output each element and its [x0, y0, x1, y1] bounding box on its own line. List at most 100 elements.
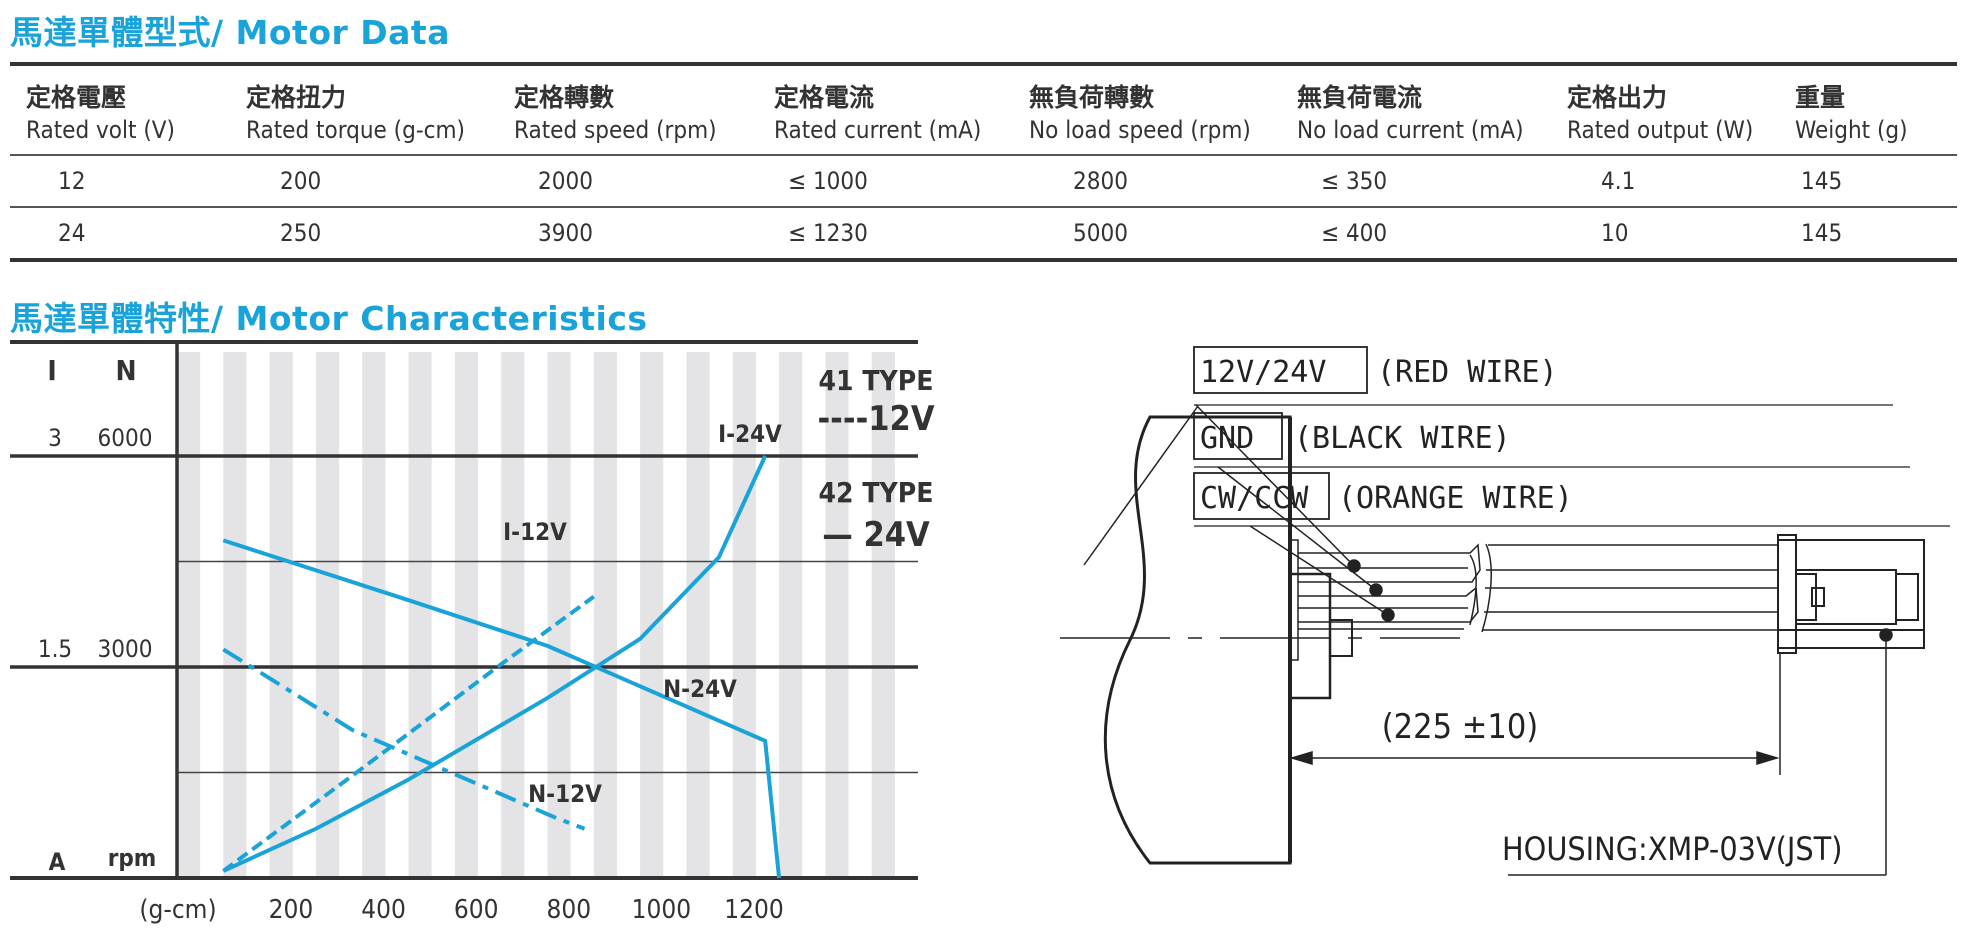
- series-line-n-24v: [222, 538, 782, 879]
- column-header-zh: 定格電流: [774, 83, 875, 112]
- column-header-en: Weight (g): [1795, 116, 1908, 144]
- connector-housing: [1777, 534, 1925, 654]
- grid-band: [223, 352, 247, 878]
- axis-unit-current: A: [49, 848, 66, 876]
- x-tick-label: 200: [269, 895, 314, 925]
- grid-band: [779, 352, 803, 878]
- table-cell: ≤ 400: [1321, 219, 1388, 247]
- table-cell: ≤ 1000: [788, 167, 868, 195]
- wire-label-black: GND (BLACK WIRE): [1193, 412, 1910, 468]
- wire-label-red-text: (RED WIRE): [1377, 355, 1558, 390]
- table-cell: 145: [1801, 219, 1843, 247]
- grid-band: [871, 352, 895, 878]
- table-cell: 250: [280, 219, 322, 247]
- x-tick-label: 400: [361, 895, 406, 925]
- table-cell: 3900: [538, 219, 593, 247]
- column-header-zh: 無負荷電流: [1297, 83, 1423, 112]
- table-cell: 10: [1601, 219, 1629, 247]
- series-line-i-12v: [222, 595, 595, 873]
- shaft: [1329, 619, 1353, 657]
- x-axis-label: (g-cm): [139, 895, 216, 925]
- grid-band: [640, 352, 664, 878]
- column-header-en: Rated current (mA): [774, 116, 982, 144]
- axis-unit-speed: rpm: [108, 844, 157, 872]
- wire-label-orange-text: (ORANGE WIRE): [1338, 481, 1573, 516]
- y-tick-current: 3: [48, 424, 62, 452]
- column-header-en: No load current (mA): [1297, 116, 1524, 144]
- wire-pointers: [1195, 404, 1893, 876]
- series-label: I-24V: [718, 420, 782, 448]
- axis-header-current: I: [47, 354, 56, 387]
- table-cell: 2800: [1073, 167, 1128, 195]
- table-cell: ≤ 350: [1321, 167, 1388, 195]
- table-cell: ≤ 1230: [788, 219, 868, 247]
- column-header-en: Rated volt (V): [26, 116, 175, 144]
- legend-type42-style: — 24V: [822, 515, 930, 555]
- grid-band: [362, 352, 386, 878]
- motor-data-table: 定格電壓 Rated volt (V) 定格扭力 Rated torque (g-cm…: [10, 62, 1957, 262]
- column-header: 無負荷電流 No load current (mA): [1281, 64, 1551, 155]
- column-header: 定格電壓 Rated volt (V): [10, 64, 230, 155]
- wire-label-black-box: GND: [1200, 421, 1254, 456]
- column-header-en: Rated speed (rpm): [514, 116, 717, 144]
- length-dimension: [1289, 653, 1781, 775]
- grid-band: [454, 352, 479, 878]
- column-header: 無負荷轉數 No load speed (rpm): [1013, 64, 1281, 155]
- table-cell: 24: [58, 219, 86, 247]
- column-header-zh: 無負荷轉數: [1029, 83, 1155, 112]
- column-header-zh: 定格轉數: [514, 83, 615, 112]
- legend-type42: 42 TYPE: [819, 476, 934, 509]
- wire-bundle: [1298, 543, 1778, 633]
- x-tick-label: 1000: [632, 895, 692, 925]
- column-header: 定格電流 Rated current (mA): [758, 64, 1013, 155]
- series-label: N-24V: [663, 675, 737, 703]
- x-tick-label: 1200: [724, 895, 784, 925]
- table-cell: 2000: [538, 167, 593, 195]
- cable-grommet: [1289, 539, 1299, 661]
- column-header-en: Rated output (W): [1567, 116, 1754, 144]
- grid-band: [408, 352, 432, 878]
- column-header-zh: 定格扭力: [246, 83, 347, 112]
- wire-label-orange-box: CW/CCW: [1200, 481, 1309, 516]
- x-tick-label: 600: [454, 895, 499, 925]
- series-line-n-12v: [222, 647, 586, 831]
- grid-band: [732, 352, 756, 878]
- grid-band: [315, 352, 340, 878]
- column-header-zh: 定格電壓: [26, 83, 127, 112]
- wire-label-red: 12V/24V (RED WIRE): [1193, 346, 1893, 406]
- column-header: 定格扭力 Rated torque (g-cm): [230, 64, 498, 155]
- motor-body-outline: [1103, 415, 1292, 865]
- series-line-i-24v: [222, 455, 767, 873]
- y-tick-current: 1.5: [38, 635, 72, 663]
- grid-band: [547, 352, 571, 878]
- x-tick-label: 800: [546, 895, 591, 925]
- legend-type41-style: ----12V: [817, 399, 934, 439]
- column-header: 定格轉數 Rated speed (rpm): [498, 64, 758, 155]
- series-label: I-12V: [503, 518, 567, 546]
- grid-band: [593, 352, 617, 878]
- column-header-en: No load speed (rpm): [1029, 116, 1251, 144]
- grid-band: [269, 352, 293, 878]
- table-cell: 12: [58, 167, 86, 195]
- column-header-en: Rated torque (g-cm): [246, 116, 465, 144]
- legend-type41: 41 TYPE: [819, 364, 934, 397]
- grid-band: [686, 352, 710, 878]
- housing-label: HOUSING:XMP-03V(JST): [1502, 830, 1842, 868]
- wire-label-orange: CW/CCW (ORANGE WIRE): [1193, 472, 1950, 527]
- axis-header-speed: N: [115, 354, 136, 387]
- grid-band: [177, 352, 201, 878]
- motor-wiring-diagram: 12V/24V (RED WIRE) GND (BLACK WIRE) CW/C…: [1060, 346, 1950, 876]
- section-title-motor-characteristics: 馬達單體特性/ Motor Characteristics: [10, 299, 648, 338]
- table-cell: 4.1: [1601, 167, 1636, 195]
- column-header-zh: 重量: [1795, 83, 1846, 112]
- grid-band: [501, 352, 525, 878]
- column-header: 定格出力 Rated output (W): [1551, 64, 1779, 155]
- y-tick-speed: 3000: [98, 635, 153, 663]
- y-tick-speed: 6000: [98, 424, 153, 452]
- column-header-zh: 定格出力: [1567, 83, 1668, 112]
- column-header: 重量 Weight (g): [1779, 64, 1957, 155]
- grid-band: [825, 352, 849, 878]
- table-cell: 5000: [1073, 219, 1128, 247]
